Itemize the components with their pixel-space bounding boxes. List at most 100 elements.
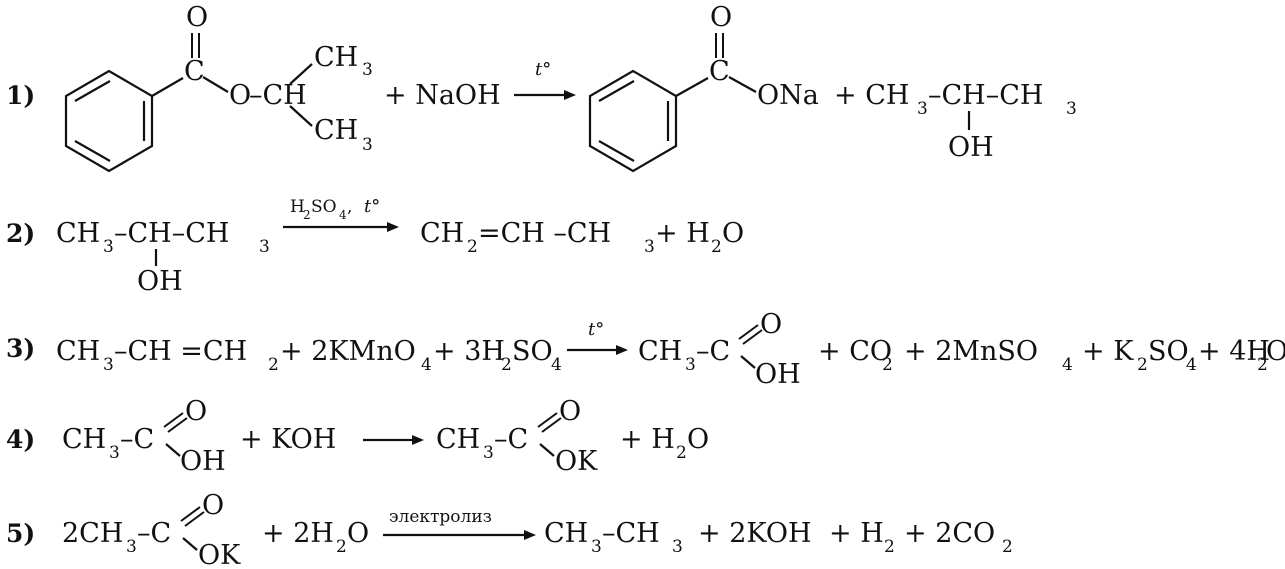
c-o-bond — [728, 76, 757, 93]
alcohol-chain: –CH–CH — [928, 80, 1043, 111]
subscript: 2 — [884, 537, 895, 557]
subscript: 2 — [268, 355, 279, 375]
reaction-number: 4) — [6, 425, 35, 454]
subscript: 4 — [1186, 355, 1197, 375]
reaction-number: 1) — [6, 81, 35, 110]
branch-bond-up — [289, 63, 313, 85]
c-ok-bond — [539, 443, 555, 457]
subscript: 3 — [483, 443, 494, 463]
double-bond-line — [541, 417, 562, 433]
subscript: 4 — [421, 355, 432, 375]
formula-text: –C — [120, 424, 154, 455]
double-bond-line — [184, 511, 205, 527]
carbonyl-carbon: C — [709, 56, 730, 87]
subscript: 3 — [917, 99, 928, 119]
formula-text: –C — [137, 518, 171, 549]
formula-text: + 2CO — [904, 518, 995, 549]
c-ok-bond — [182, 537, 198, 551]
formula-text: O — [347, 518, 369, 549]
subscript: 3 — [672, 537, 683, 557]
reaction-5: 5) 2CH 3 –C O OK + 2H 2 O электролиз CH … — [6, 490, 1013, 569]
hydroxyl: OH — [948, 132, 994, 163]
formula-text: –CH =CH — [114, 336, 247, 367]
subscript: 2 — [1137, 355, 1148, 375]
formula-text: + 2MnSO — [904, 336, 1038, 367]
arrow-icon — [383, 530, 536, 540]
potassium-salt: OK — [198, 540, 241, 569]
subscript: 2 — [711, 237, 722, 257]
formula-text: SO — [512, 336, 553, 367]
double-bond-line — [163, 412, 184, 428]
carbonyl-oxygen: O — [710, 2, 732, 33]
arrow-icon — [567, 345, 628, 355]
double-bond-line — [742, 329, 763, 345]
alcohol-start: + CH — [834, 80, 909, 111]
subscript: 3 — [591, 537, 602, 557]
formula-text: CH — [56, 336, 100, 367]
svg-text:SO: SO — [311, 197, 337, 217]
subscript: 3 — [362, 135, 373, 155]
subscript: 3 — [103, 355, 114, 375]
carbonyl-carbon: C — [184, 56, 205, 87]
reaction-number: 5) — [6, 519, 35, 548]
carbonyl-oxygen: O — [559, 396, 581, 427]
methyl-top: CH — [314, 42, 358, 73]
double-bond-line — [537, 412, 558, 428]
subscript: 2 — [1257, 355, 1268, 375]
formula-text: + 2KOH — [698, 518, 812, 549]
reaction-4: 4) CH 3 –C O OH + KOH CH 3 –C O OK + H 2… — [6, 396, 709, 477]
formula-text: CH — [62, 424, 106, 455]
subscript: 2 — [676, 443, 687, 463]
formula-text: –CH–CH — [114, 218, 229, 249]
carbonyl-oxygen: O — [760, 309, 782, 340]
benzene-ring — [588, 69, 678, 173]
methyl-bottom: CH — [314, 115, 358, 146]
formula-text: –C — [696, 336, 730, 367]
svg-text:H: H — [290, 197, 305, 217]
c-oh-bond — [740, 355, 756, 369]
hydroxyl: OH — [755, 359, 801, 390]
carbonyl-oxygen: O — [185, 396, 207, 427]
ring-to-carbon-bond — [151, 77, 184, 97]
reagent: + KOH — [240, 424, 336, 455]
c-o-bond — [202, 76, 229, 93]
subscript: 4 — [551, 355, 562, 375]
reaction-3: 3) CH 3 –CH =CH 2 + 2KMnO 4 + 3H 2 SO 4 … — [6, 309, 1285, 390]
formula-text: CH — [436, 424, 480, 455]
subscript: 3 — [685, 355, 696, 375]
subscript: 3 — [103, 237, 114, 257]
isopropyl-ch: –CH — [249, 80, 307, 111]
subscript: 3 — [126, 537, 137, 557]
formula-text: CH — [56, 218, 100, 249]
reaction-1: 1) C O O –CH CH 3 CH 3 + NaOH t° — [6, 2, 1077, 173]
subscript: 3 — [109, 443, 120, 463]
reagent: + NaOH — [384, 80, 501, 111]
reaction-2: 2) CH 3 –CH–CH 3 OH H 2 SO 4 , t° CH 2 =… — [6, 196, 744, 297]
double-bond-line — [167, 417, 188, 433]
formula-text: O — [687, 424, 709, 455]
hydroxyl: OH — [137, 266, 183, 297]
formula-text: + H — [655, 218, 710, 249]
condition-label: H 2 SO 4 , t° — [290, 196, 380, 222]
double-bond-line — [180, 506, 201, 522]
formula-text: CH — [420, 218, 464, 249]
subscript: 2 — [467, 237, 478, 257]
formula-text: –CH — [602, 518, 660, 549]
formula-text: + 2H — [262, 518, 334, 549]
subscript: 2 — [882, 355, 893, 375]
potassium-salt: OK — [555, 446, 598, 477]
sodium-salt: ONa — [757, 80, 819, 111]
formula-text: O — [722, 218, 744, 249]
benzene-ring — [64, 69, 154, 173]
subscript: 3 — [644, 237, 655, 257]
formula-text: + 3H — [433, 336, 505, 367]
formula-text: –C — [494, 424, 528, 455]
ring-to-carbon-bond — [675, 77, 709, 97]
condition-label: t° — [588, 319, 604, 340]
arrow-icon — [283, 222, 399, 232]
formula-text: CH — [638, 336, 682, 367]
subscript: 3 — [362, 60, 373, 80]
formula-text: 2CH — [62, 518, 123, 549]
carbonyl-oxygen: O — [202, 490, 224, 521]
